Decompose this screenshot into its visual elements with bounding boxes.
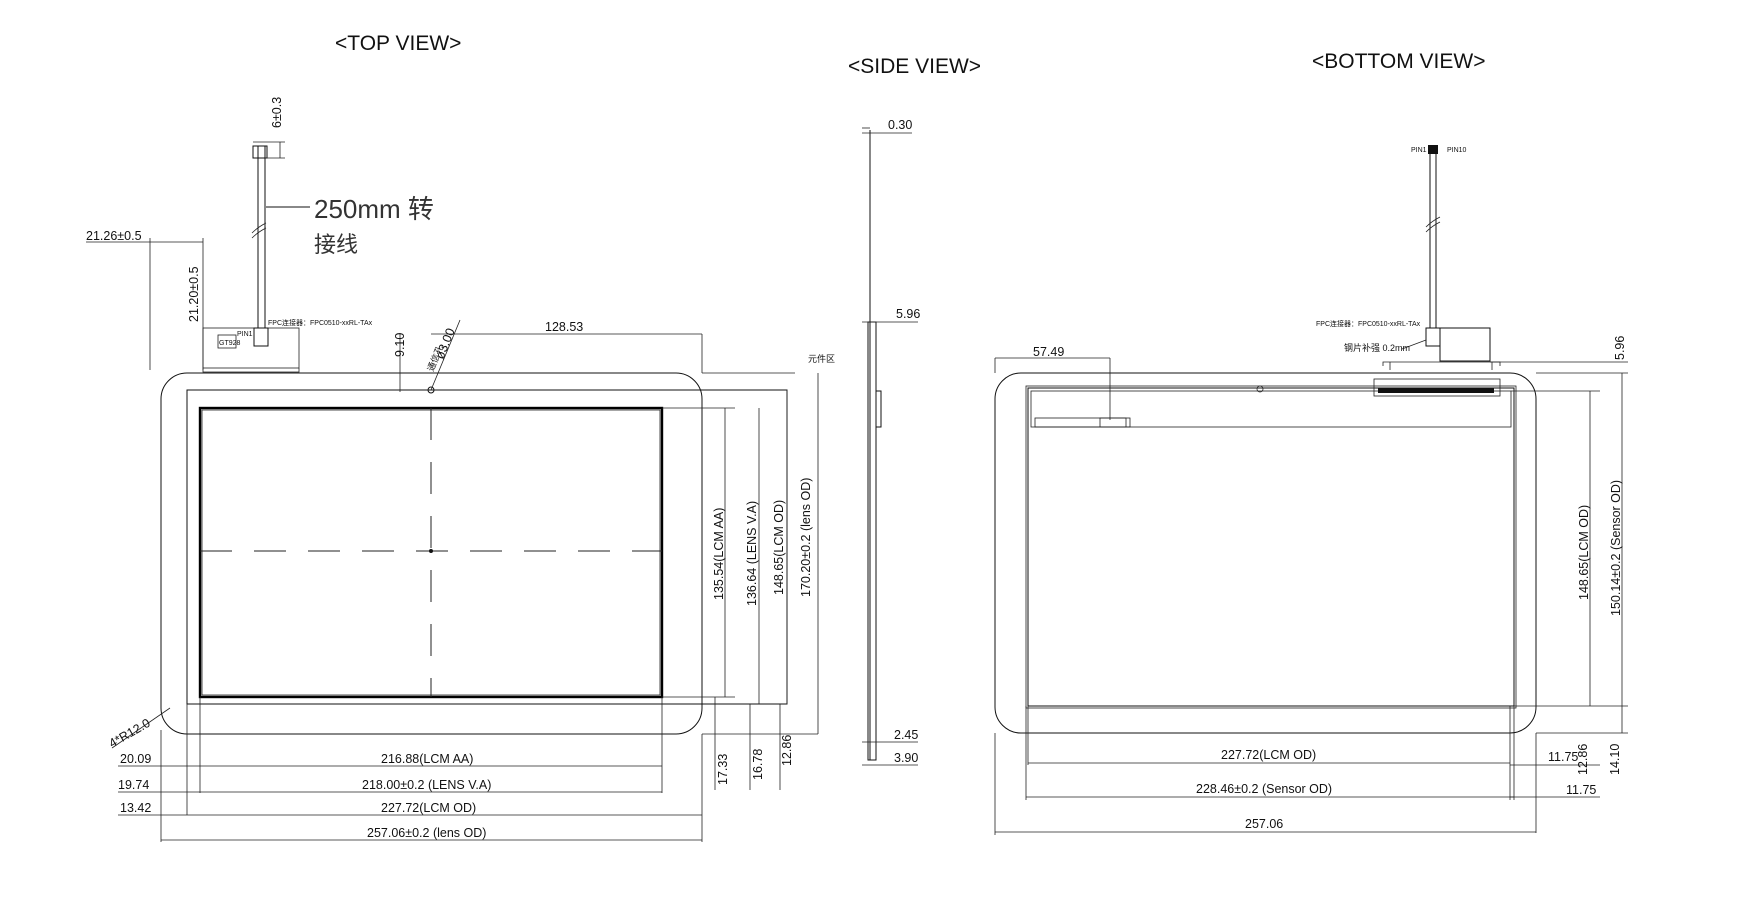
- lcm-od-h-dim: 148.65(LCM OD): [772, 500, 786, 595]
- bottom-flex: [1373, 378, 1501, 397]
- lcm-od-outline: [186, 389, 788, 705]
- bottom-view: PIN1 PIN10 FPC连接器：FPC0510-xxRL-TAx 钢片补强 …: [994, 145, 1628, 835]
- bottom-right-dim-1: 11.75: [1548, 750, 1578, 764]
- lcm-od-w-dim: 227.72(LCM OD): [381, 801, 476, 815]
- pin1-label: PIN1: [237, 331, 253, 338]
- left-dim-3: 13.42: [120, 801, 151, 815]
- side-dim-t1: 0.30: [888, 118, 912, 132]
- bottom-sensor-h-dim: 150.14±0.2 (Sensor OD): [1609, 480, 1623, 616]
- bottom-lcm-h-dim: 148.65(LCM OD): [1577, 505, 1591, 600]
- component-area-label: 元件区: [808, 353, 835, 364]
- bottom-right-dim-3: 14.10: [1608, 744, 1622, 775]
- hole-x-dim: 128.53: [545, 320, 583, 334]
- bottom-dim-1: 17.33: [716, 754, 730, 785]
- cable-height-dim: 21.20±0.5: [187, 266, 201, 322]
- bottom-fpc-label: FPC连接器：FPC0510-xxRL-TAx: [1316, 319, 1421, 328]
- bottom-top-dim: 5.96: [1613, 336, 1627, 360]
- left-offset-dim: 21.26±0.5: [86, 229, 142, 243]
- bottom-dim-3: 12.86: [780, 735, 794, 766]
- pin1-bottom: PIN1: [1411, 147, 1427, 154]
- stiffener: [1439, 327, 1491, 362]
- cable-tip: [252, 145, 268, 159]
- right-dims: 135.54(LCM AA) 136.64 (LENS V.A) 148.65(…: [662, 373, 819, 790]
- lcm-aa-h-dim: 135.54(LCM AA): [712, 508, 726, 600]
- lens-outline: [160, 372, 703, 735]
- lens-od-h-dim: 170.20±0.2 (lens OD): [799, 478, 813, 597]
- bottom-left-dim: 57.49: [1033, 345, 1064, 359]
- side-dim-t2: 5.96: [896, 307, 920, 321]
- cable-tip-dim: 6±0.3: [270, 97, 284, 128]
- stiffener-note: 钢片补强 0.2mm: [1344, 342, 1410, 353]
- top-gap-dim: 9.10: [393, 333, 407, 357]
- fpc-tail: [202, 327, 300, 369]
- lens-va-h-dim: 136.64 (LENS V.A): [745, 501, 759, 606]
- side-dim-b1: 2.45: [894, 728, 918, 742]
- pin10-bottom: PIN10: [1447, 147, 1467, 154]
- side-dim-b2: 3.90: [894, 751, 918, 765]
- hatched-strip: [1030, 390, 1512, 428]
- top-view: 6±0.3 250mm 转 接线 21.26±0.5 21.20±0.5 GT9…: [86, 97, 835, 842]
- bottom-cable-tip: [1428, 145, 1438, 154]
- left-dim-2: 19.74: [118, 778, 149, 792]
- corner-radius-dim: 4*R12.0: [107, 716, 153, 751]
- lcm-aa-w-dim: 216.88(LCM AA): [381, 752, 473, 766]
- bottom-dim-2: 16.78: [751, 749, 765, 780]
- cable-note-line1: 250mm 转: [314, 194, 434, 224]
- side-view: 0.30 5.96 2.45 3.90: [862, 118, 920, 766]
- chip: [217, 334, 237, 349]
- bottom-fpc-connector: [1425, 327, 1441, 347]
- bottom-sensor-w-dim: 228.46±0.2 (Sensor OD): [1196, 782, 1332, 796]
- bottom-right-dim-4: 11.75: [1566, 783, 1596, 797]
- bottom-lcm-outline: [1027, 387, 1515, 707]
- side-panel: [867, 321, 877, 761]
- fpc-connector: [253, 327, 269, 347]
- fpc-label: FPC连接器：FPC0510-xxRL-TAx: [268, 318, 373, 327]
- cable-note-line2: 接线: [314, 232, 358, 257]
- hole-icon: [427, 386, 435, 394]
- side-view-title: <SIDE VIEW>: [848, 55, 981, 78]
- bottom-total-w-dim: 257.06: [1245, 817, 1283, 831]
- bottom-lcm-w-dim: 227.72(LCM OD): [1221, 748, 1316, 762]
- top-view-title: <TOP VIEW>: [335, 32, 461, 55]
- lens-va-w-dim: 218.00±0.2 (LENS V.A): [362, 778, 491, 792]
- bottom-right-dim-2: 12.86: [1576, 744, 1590, 775]
- left-dim-1: 20.09: [120, 752, 151, 766]
- bottom-dims: 20.09 19.74 13.42 216.88(LCM AA) 218.00±…: [118, 697, 703, 842]
- lens-od-w-dim: 257.06±0.2 (lens OD): [367, 826, 486, 840]
- chip-label: GT928: [219, 340, 241, 347]
- sensor-outline: [994, 372, 1537, 734]
- bottom-view-title: <BOTTOM VIEW>: [1312, 50, 1485, 73]
